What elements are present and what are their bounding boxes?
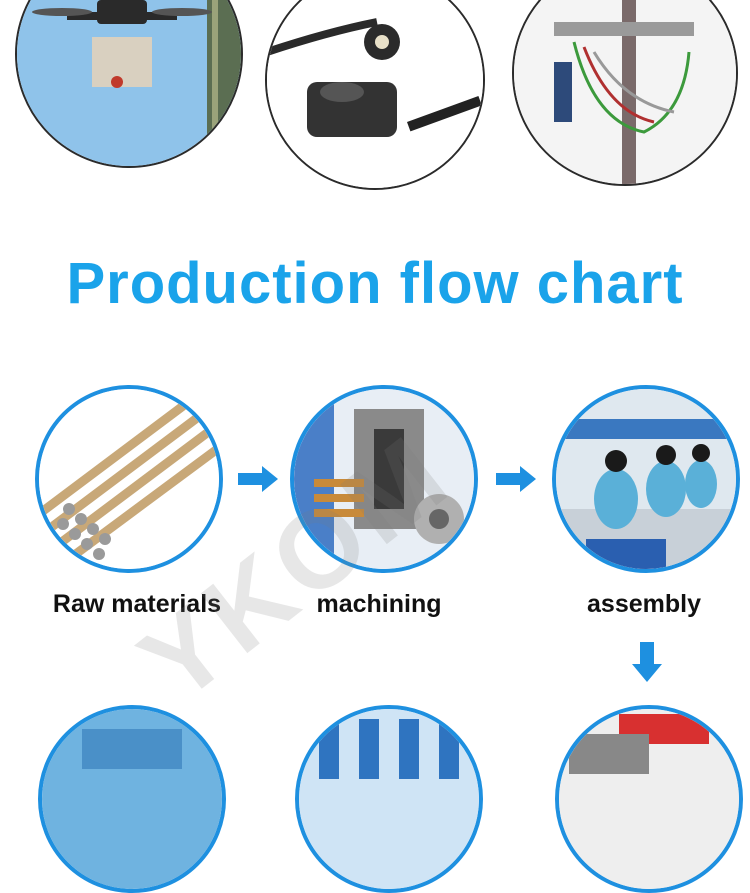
packaging-photo <box>555 705 743 893</box>
page-title: Production flow chart <box>66 251 684 316</box>
machining-photo <box>290 385 478 573</box>
raw-materials-photo <box>35 385 223 573</box>
warehouse-photo <box>295 705 483 893</box>
step-label-raw-materials: Raw materials <box>52 590 222 618</box>
drone-photo <box>15 0 243 168</box>
cable-harness-photo <box>512 0 738 186</box>
down-arrow-icon <box>632 642 662 682</box>
endoscope-photo <box>265 0 485 190</box>
right-arrow-icon <box>496 466 536 492</box>
inspection-photo <box>38 705 226 893</box>
assembly-photo <box>552 385 740 573</box>
step-label-assembly: assembly <box>587 590 701 618</box>
step-label-machining: machining <box>316 590 442 618</box>
right-arrow-icon <box>238 466 278 492</box>
